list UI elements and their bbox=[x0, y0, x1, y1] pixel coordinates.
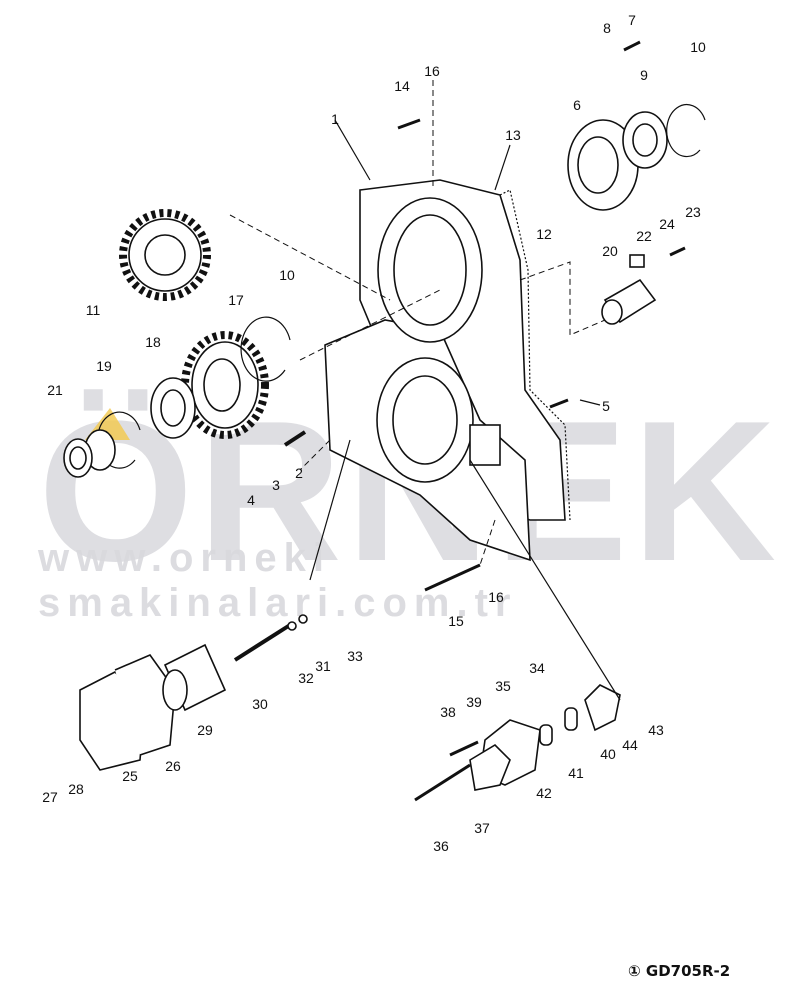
label-5: 5 bbox=[602, 398, 610, 414]
gear-17 bbox=[181, 331, 269, 439]
label-16b: 16 bbox=[488, 589, 504, 605]
label-1: 1 bbox=[331, 111, 339, 127]
label-22: 22 bbox=[636, 228, 652, 244]
bolt-7 bbox=[623, 40, 641, 52]
stud-2 bbox=[283, 430, 307, 447]
label-42: 42 bbox=[536, 785, 552, 801]
label-40: 40 bbox=[600, 746, 616, 762]
label-17: 17 bbox=[228, 292, 244, 308]
label-20: 20 bbox=[602, 243, 618, 259]
label-14: 14 bbox=[394, 78, 410, 94]
label-29: 29 bbox=[197, 722, 213, 738]
gear-11 bbox=[119, 209, 211, 301]
label-8: 8 bbox=[603, 20, 611, 36]
label-31: 31 bbox=[315, 658, 331, 674]
label-6: 6 bbox=[573, 97, 581, 113]
label-10b: 10 bbox=[279, 267, 295, 283]
flange-6 bbox=[567, 103, 706, 211]
label-41: 41 bbox=[568, 765, 584, 781]
label-30: 30 bbox=[252, 696, 268, 712]
label-16: 16 bbox=[424, 63, 440, 79]
drawing-code: ① GD705R-2 bbox=[628, 962, 731, 980]
label-19: 19 bbox=[96, 358, 112, 374]
rod-30 bbox=[233, 623, 292, 662]
snap-ring-10 bbox=[240, 316, 291, 382]
label-34: 34 bbox=[529, 660, 545, 676]
label-28: 28 bbox=[68, 781, 84, 797]
label-36: 36 bbox=[433, 838, 449, 854]
bolt-36 bbox=[414, 763, 471, 802]
bolt-15 bbox=[424, 563, 481, 592]
label-12: 12 bbox=[536, 226, 552, 242]
label-44: 44 bbox=[622, 737, 638, 753]
label-32: 32 bbox=[298, 670, 314, 686]
leader-lines bbox=[229, 80, 621, 701]
label-43: 43 bbox=[648, 722, 664, 738]
part-42 bbox=[539, 724, 553, 746]
label-3: 3 bbox=[272, 477, 280, 493]
label-23: 23 bbox=[685, 204, 701, 220]
label-13: 13 bbox=[505, 127, 521, 143]
label-26: 26 bbox=[165, 758, 181, 774]
part-41 bbox=[564, 707, 578, 731]
label-38: 38 bbox=[440, 704, 456, 720]
label-33: 33 bbox=[347, 648, 363, 664]
label-9: 9 bbox=[640, 67, 648, 83]
bushing-20 bbox=[601, 254, 657, 325]
label-39: 39 bbox=[466, 694, 482, 710]
label-27: 27 bbox=[42, 789, 58, 805]
label-35: 35 bbox=[495, 678, 511, 694]
label-11: 11 bbox=[86, 302, 101, 318]
label-37: 37 bbox=[474, 820, 490, 836]
bolt-14 bbox=[397, 118, 421, 130]
tube-29 bbox=[162, 643, 227, 712]
label-15: 15 bbox=[448, 613, 464, 629]
label-7: 7 bbox=[628, 12, 636, 28]
label-10: 10 bbox=[690, 39, 706, 55]
bolt-23 bbox=[669, 246, 686, 257]
label-25: 25 bbox=[122, 768, 138, 784]
label-21: 21 bbox=[47, 382, 63, 398]
gear-case bbox=[324, 179, 571, 562]
label-18: 18 bbox=[145, 334, 161, 350]
part-40 bbox=[584, 684, 621, 732]
pin-5 bbox=[549, 398, 569, 409]
part-labels: 1 2 3 4 5 6 7 8 9 10 10 11 12 13 14 15 1… bbox=[42, 12, 706, 854]
label-4: 4 bbox=[247, 492, 255, 508]
label-2: 2 bbox=[295, 465, 303, 481]
label-24: 24 bbox=[659, 216, 675, 232]
bolt-38 bbox=[449, 740, 479, 757]
